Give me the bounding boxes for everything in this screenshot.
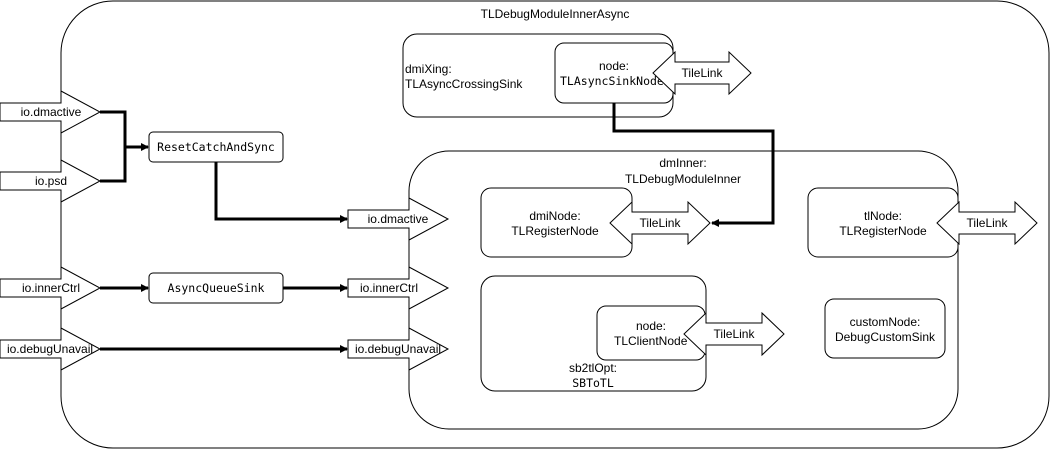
port-shape bbox=[0, 327, 102, 371]
tilelink-arrow-clientnode: TileLink bbox=[683, 311, 785, 357]
port-label: io.dmactive bbox=[368, 212, 429, 226]
dm-inner-label-line1: dmInner: bbox=[659, 156, 706, 170]
client-node-line1: node: bbox=[636, 319, 666, 333]
custom-node-line2: DebugCustomSink bbox=[835, 330, 936, 344]
port-label: io.innerCtrl bbox=[360, 281, 418, 295]
port-label: io.debugUnavail bbox=[355, 342, 441, 356]
sb2tl-opt-line2: SBToTL bbox=[572, 376, 614, 390]
reset-catch-block: ResetCatchAndSync bbox=[148, 131, 284, 163]
double-arrow-shape bbox=[609, 200, 711, 246]
outer-port-debugunavail: io.debugUnavail bbox=[0, 327, 102, 371]
inner-port-debugunavail: io.debugUnavail bbox=[347, 327, 450, 371]
inner-port-innerctrl: io.innerCtrl bbox=[347, 266, 450, 310]
double-arrow-shape bbox=[652, 50, 752, 96]
async-sink-node: node: TLAsyncSinkNode bbox=[554, 42, 674, 104]
port-label: io.debugUnavail bbox=[7, 342, 93, 356]
tilelink-label: TileLink bbox=[967, 216, 1009, 230]
wire-sinknode-to-dminode bbox=[612, 103, 775, 227]
port-shape bbox=[347, 327, 450, 371]
port-shape bbox=[0, 266, 102, 310]
async-queue-block: AsyncQueueSink bbox=[148, 272, 284, 304]
tilelink-arrow-dmixing: TileLink bbox=[652, 50, 752, 96]
port-shape bbox=[347, 266, 450, 310]
tilelink-arrow-tlnode: TileLink bbox=[936, 200, 1038, 246]
dmi-node: dmiNode: TLRegisterNode bbox=[480, 187, 633, 258]
dmi-xing-label-line2: TLAsyncCrossingSink bbox=[405, 77, 523, 91]
sb2tl-opt-line1: sb2tlOpt: bbox=[569, 361, 617, 375]
tilelink-label: TileLink bbox=[714, 327, 756, 341]
outer-port-psd: io.psd bbox=[0, 159, 102, 203]
tl-node-line1: tlNode: bbox=[864, 209, 902, 223]
async-queue-frame bbox=[148, 272, 284, 304]
reset-catch-label: ResetCatchAndSync bbox=[157, 140, 275, 154]
port-label: io.innerCtrl bbox=[22, 281, 80, 295]
dm-inner-label-line2: TLDebugModuleInner bbox=[625, 172, 741, 186]
dmi-node-line1: dmiNode: bbox=[529, 209, 580, 223]
tl-node: tlNode: TLRegisterNode bbox=[807, 187, 959, 258]
dmi-xing-label-line1: dmiXing: bbox=[405, 62, 452, 76]
custom-node-line1: customNode: bbox=[850, 315, 921, 329]
double-arrow-shape bbox=[936, 200, 1038, 246]
outer-port-innerctrl: io.innerCtrl bbox=[0, 266, 102, 310]
outer-module-title: TLDebugModuleInnerAsync bbox=[481, 7, 630, 21]
wire-reset-to-dmactive bbox=[214, 162, 348, 223]
client-node-line2: TLClientNode bbox=[614, 334, 688, 348]
async-queue-label: AsyncQueueSink bbox=[168, 281, 265, 295]
port-shape bbox=[0, 90, 102, 134]
port-label: io.dmactive bbox=[21, 105, 82, 119]
tl-node-line2: TLRegisterNode bbox=[839, 224, 927, 238]
wires bbox=[100, 103, 775, 353]
async-sink-node-line2: TLAsyncSinkNode bbox=[560, 74, 664, 88]
dmi-node-line2: TLRegisterNode bbox=[511, 224, 599, 238]
tilelink-label: TileLink bbox=[640, 216, 682, 230]
async-sink-node-line1: node: bbox=[599, 59, 629, 73]
custom-node-frame bbox=[824, 298, 946, 359]
port-label: io.psd bbox=[35, 174, 67, 188]
port-shape bbox=[0, 159, 102, 203]
tilelink-arrow-dminode: TileLink bbox=[609, 200, 711, 246]
port-shape bbox=[347, 197, 450, 241]
tilelink-label: TileLink bbox=[682, 66, 724, 80]
custom-node: customNode: DebugCustomSink bbox=[824, 298, 946, 359]
inner-port-dmactive: io.dmactive bbox=[347, 197, 450, 241]
outer-port-dmactive: io.dmactive bbox=[0, 90, 102, 134]
double-arrow-shape bbox=[683, 311, 785, 357]
reset-catch-frame bbox=[148, 131, 284, 163]
sb2tl-opt: sb2tlOpt: SBToTL bbox=[480, 275, 707, 392]
